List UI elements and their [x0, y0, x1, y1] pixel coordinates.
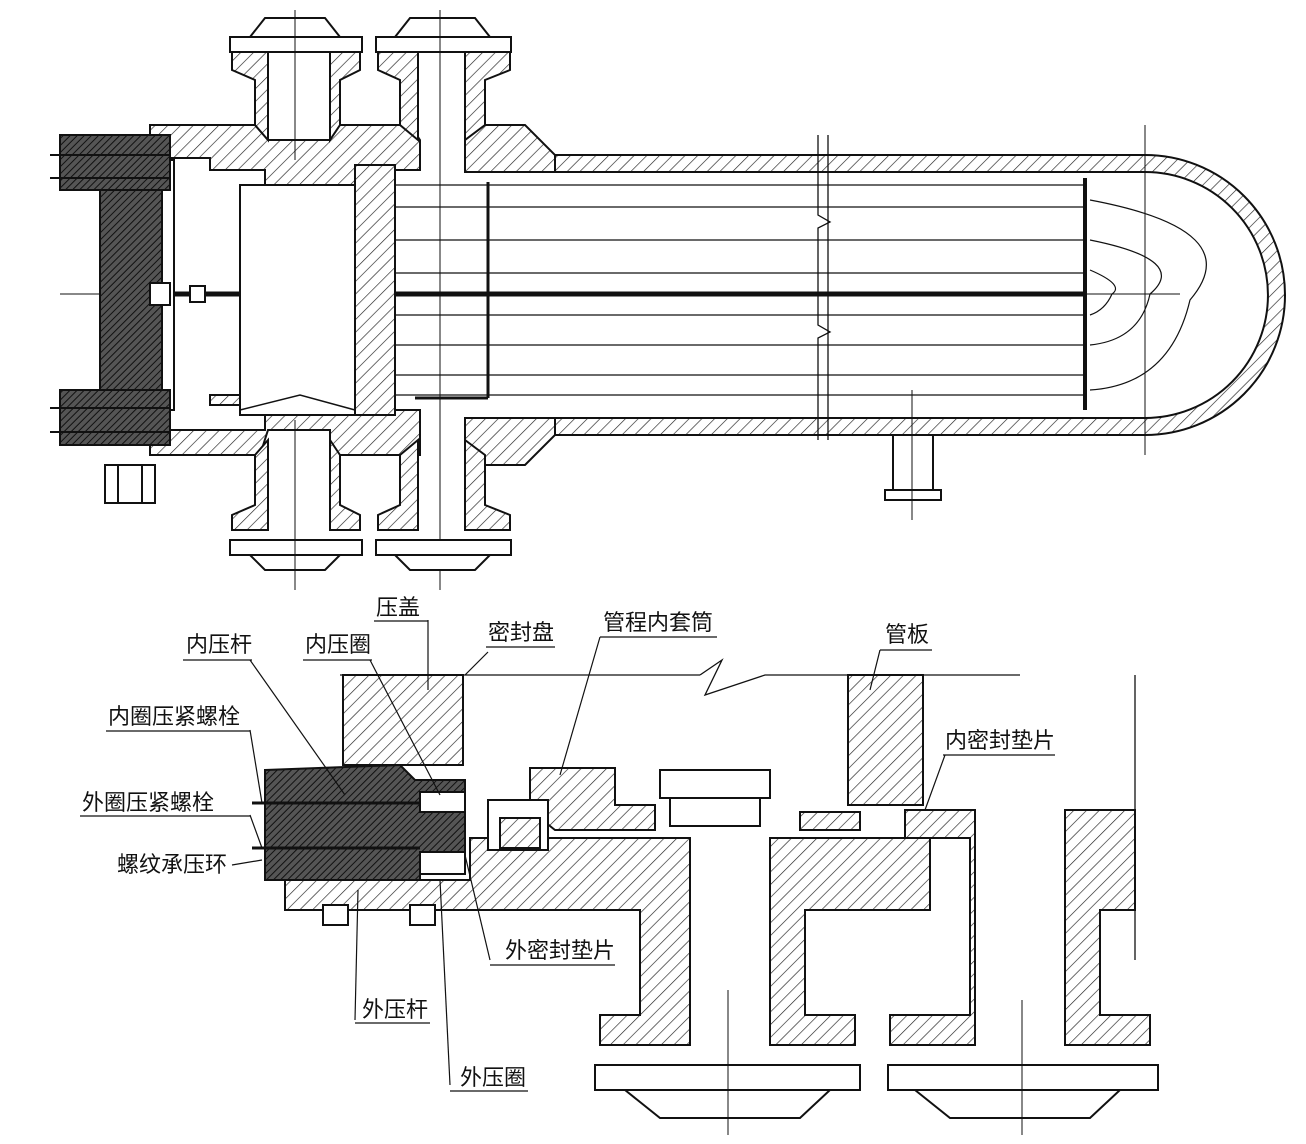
- label-ya-gai: 压盖: [376, 596, 420, 621]
- label-luo-wen-cheng-ya-huan: 螺纹承压环: [117, 853, 227, 878]
- detail-section-view: [231, 620, 1159, 1135]
- bottom-nozzles: [229, 390, 942, 590]
- label-wai-ya-gan: 外压杆: [362, 998, 428, 1023]
- label-nei-mi-feng-dian-pian: 内密封垫片: [945, 729, 1055, 754]
- label-wai-quan-ya-jin-luo-shuan: 外圈压紧螺栓: [82, 791, 214, 816]
- label-mi-feng-pan: 密封盘: [488, 621, 554, 646]
- overall-assembly-view: [50, 10, 1286, 590]
- label-wai-ya-quan: 外压圈: [460, 1066, 526, 1091]
- label-guan-ban: 管板: [885, 623, 929, 648]
- channel-body: [149, 124, 556, 466]
- label-nei-quan-ya-jin-luo-shuan: 内圈压紧螺栓: [108, 705, 240, 730]
- label-guan-cheng-nei-tao-tong: 管程内套筒: [603, 611, 713, 636]
- labels: 压盖 密封盘 管程内套筒 管板 内压杆 内压圈 内圈压紧螺栓 外圈压紧螺栓 螺纹…: [80, 596, 1055, 1092]
- label-nei-ya-gan: 内压杆: [186, 633, 252, 658]
- label-nei-ya-quan: 内压圈: [305, 633, 371, 658]
- shell: [170, 125, 1286, 455]
- left-cover: [50, 134, 206, 504]
- top-nozzles: [229, 10, 512, 590]
- label-wai-mi-feng-dian-pian: 外密封垫片: [505, 939, 615, 964]
